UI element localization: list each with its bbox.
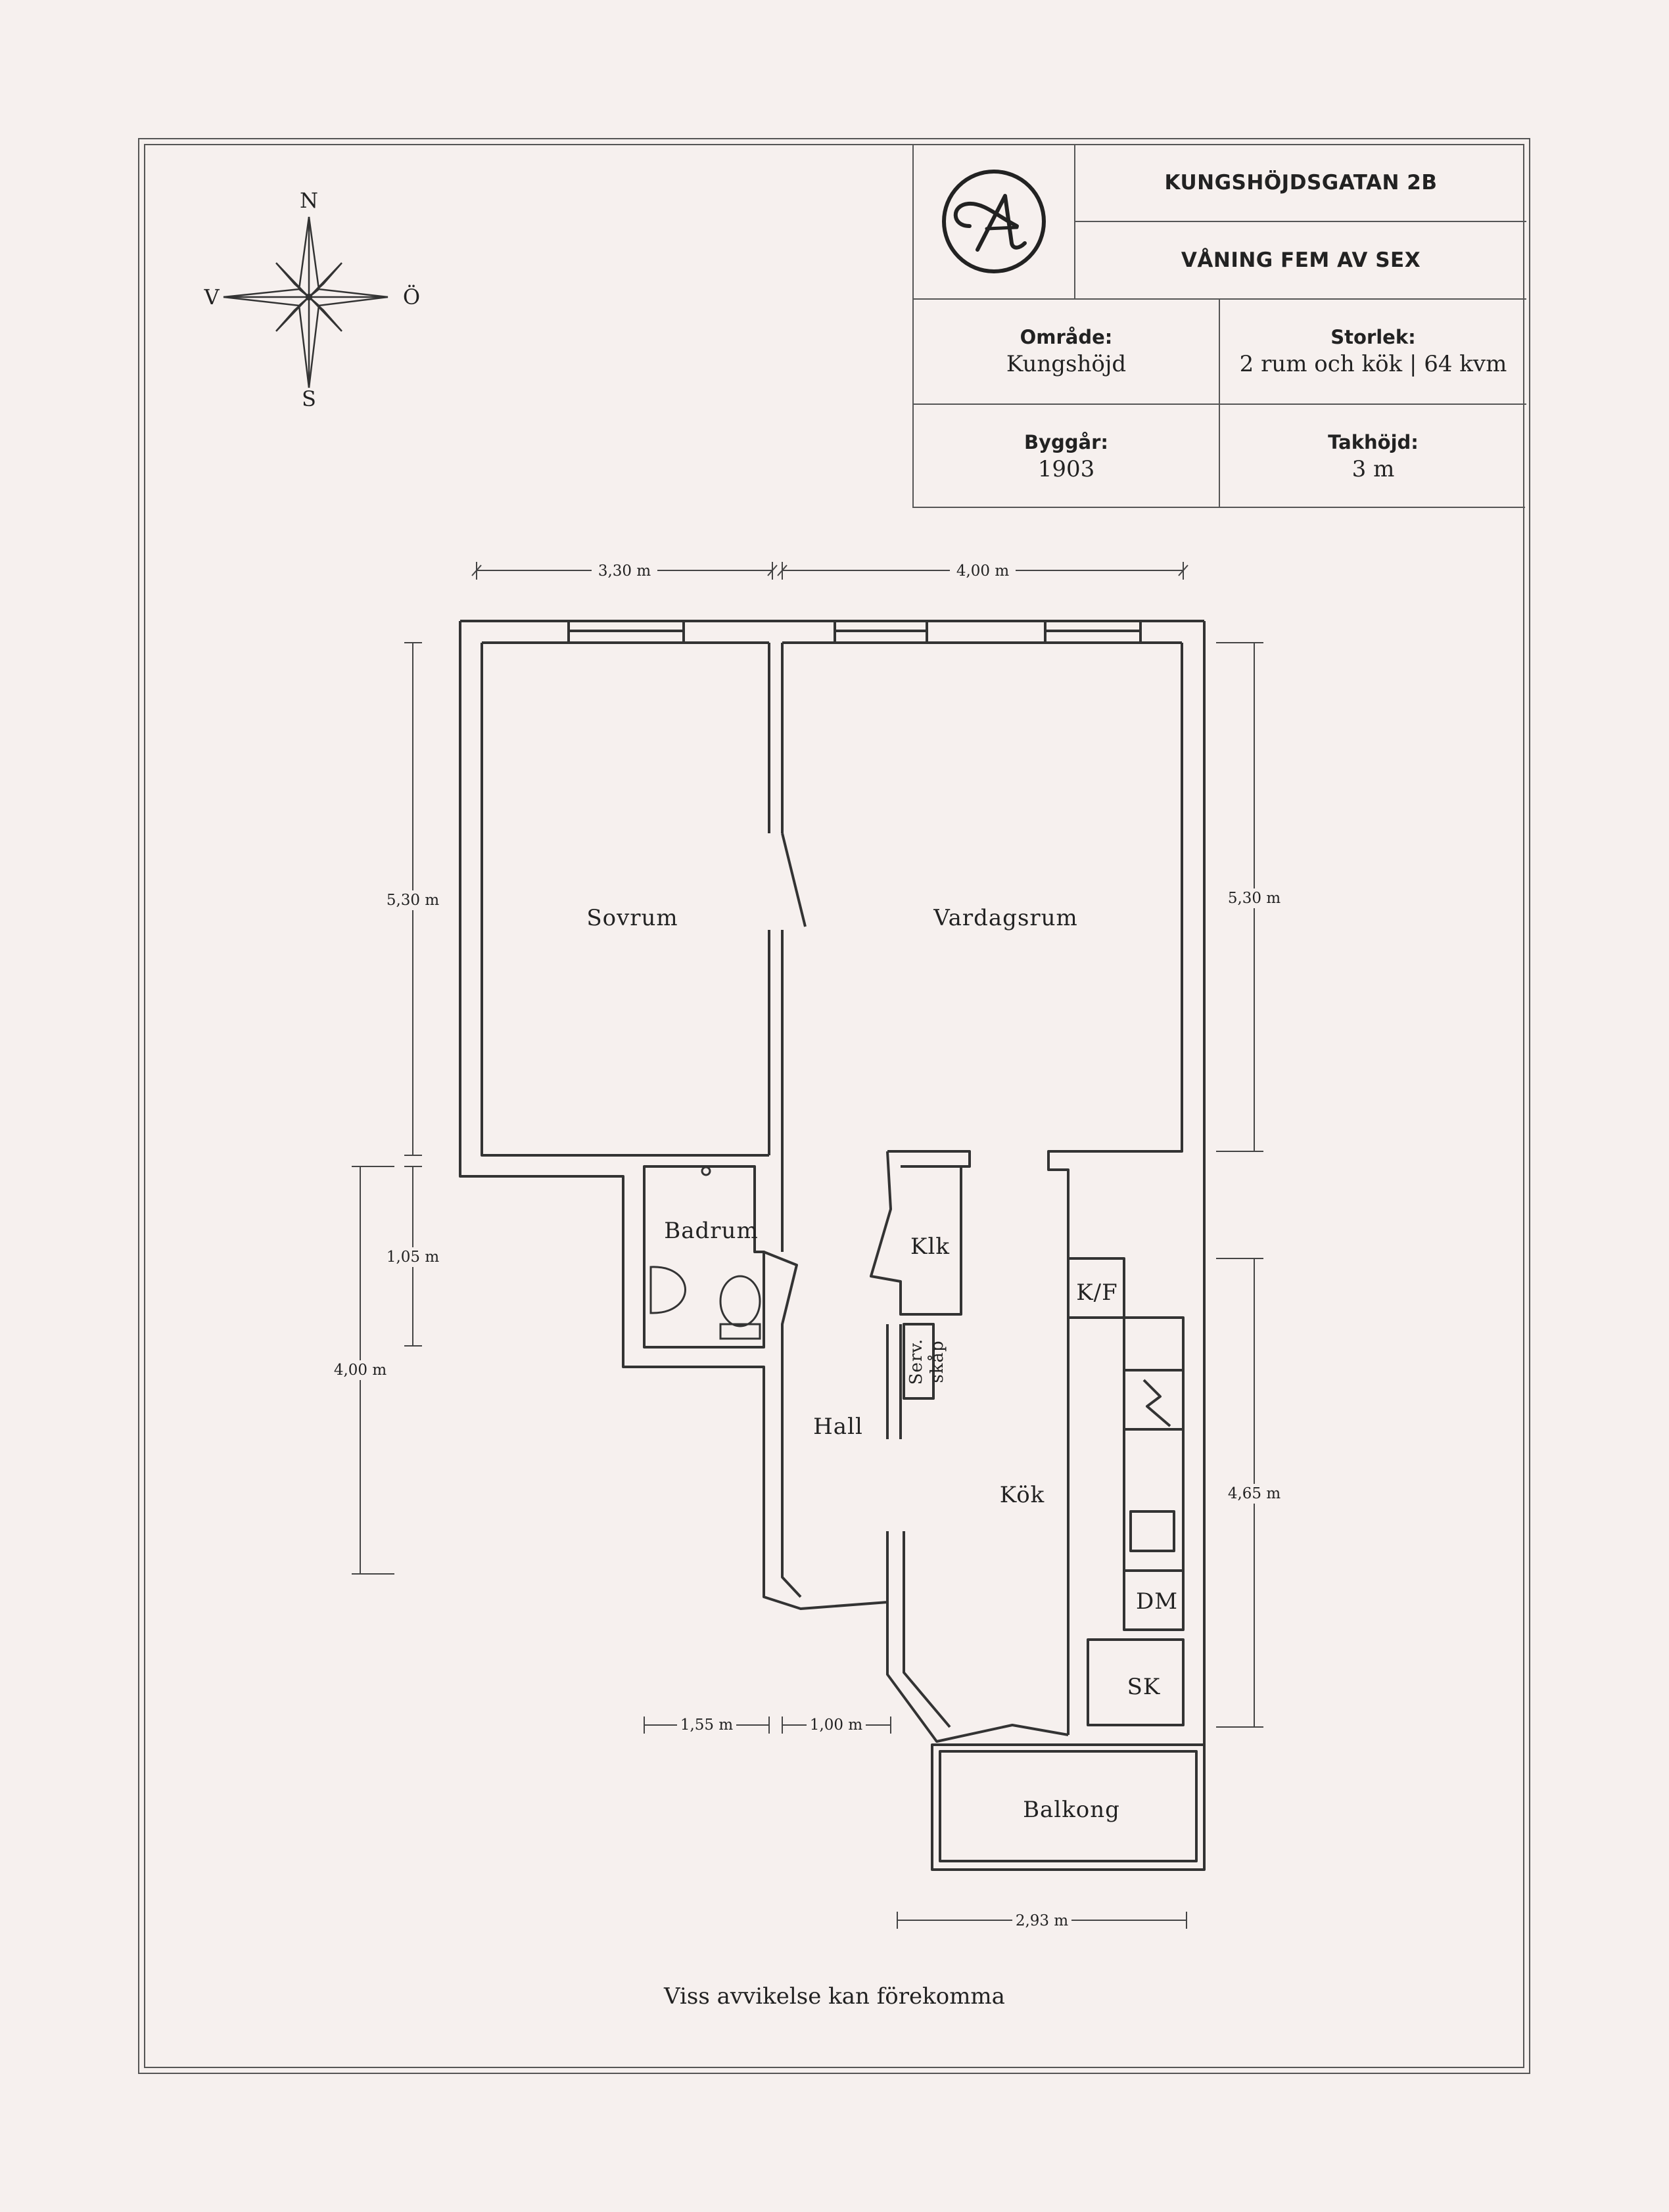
ceiling-value: 3 m: [1352, 456, 1395, 482]
room-kok: Kök: [1000, 1482, 1045, 1508]
area-cell: Område: Kungshöjd: [914, 300, 1220, 405]
brand-logo-icon: [942, 169, 1046, 273]
dim-left-lower: 4,00 m: [334, 1362, 387, 1379]
room-balkong: Balkong: [1023, 1797, 1120, 1823]
walls: [459, 620, 1206, 1871]
area-value: Kungshöjd: [1006, 351, 1127, 377]
compass-north: N: [300, 188, 318, 213]
size-value: 2 rum och kök | 64 kvm: [1239, 351, 1507, 377]
inner-frame: [144, 144, 1524, 2068]
toilet-icon: [719, 1275, 761, 1327]
room-sk: SK: [1127, 1674, 1161, 1700]
logo-cell: [914, 144, 1075, 300]
dim-right-upper: 5,30 m: [1228, 890, 1281, 907]
dim-left-mid: 1,05 m: [387, 1249, 440, 1266]
room-klk: Klk: [910, 1233, 950, 1260]
bathroom-fixtures: [649, 1166, 761, 1340]
disclaimer: Viss avvikelse kan förekomma: [664, 1983, 1005, 2010]
year-cell: Byggår: 1903: [914, 405, 1220, 508]
room-badrum: Badrum: [664, 1218, 758, 1244]
compass-east: Ö: [403, 285, 420, 310]
sink-icon: [649, 1266, 686, 1314]
compass-west: V: [203, 285, 220, 310]
dim-bottom-mid: 1,00 m: [810, 1717, 863, 1734]
room-serv: Serv.: [906, 1339, 926, 1385]
room-kf: K/F: [1076, 1279, 1117, 1306]
info-header: KUNGSHÖJDSGATAN 2B VÅNING FEM AV SEX Omr…: [912, 144, 1526, 508]
size-cell: Storlek: 2 rum och kök | 64 kvm: [1220, 300, 1526, 405]
area-label: Område:: [1020, 326, 1113, 348]
compass-icon: [223, 216, 388, 388]
dim-bottom-left: 1,55 m: [680, 1717, 734, 1734]
dim-right-lower: 4,65 m: [1228, 1485, 1281, 1502]
year-value: 1903: [1037, 456, 1095, 482]
room-skap: skåp: [927, 1340, 947, 1383]
dim-top-left: 3,30 m: [598, 563, 651, 580]
outer-frame: [138, 138, 1530, 2074]
size-label: Storlek:: [1330, 326, 1416, 348]
dim-left-upper: 5,30 m: [387, 892, 440, 909]
dim-top-right: 4,00 m: [956, 563, 1010, 580]
floor-title: VÅNING FEM AV SEX: [1075, 222, 1526, 300]
compass-south: S: [302, 386, 316, 411]
room-hall: Hall: [813, 1414, 863, 1440]
room-sovrum: Sovrum: [586, 905, 678, 931]
room-vardagsrum: Vardagsrum: [933, 905, 1078, 931]
ceiling-cell: Takhöjd: 3 m: [1220, 405, 1526, 508]
dim-balcony: 2,93 m: [1016, 1912, 1069, 1929]
room-dm: DM: [1136, 1588, 1178, 1615]
year-label: Byggår:: [1024, 431, 1108, 453]
ceiling-label: Takhöjd:: [1328, 431, 1419, 453]
address-title: KUNGSHÖJDSGATAN 2B: [1075, 144, 1526, 222]
